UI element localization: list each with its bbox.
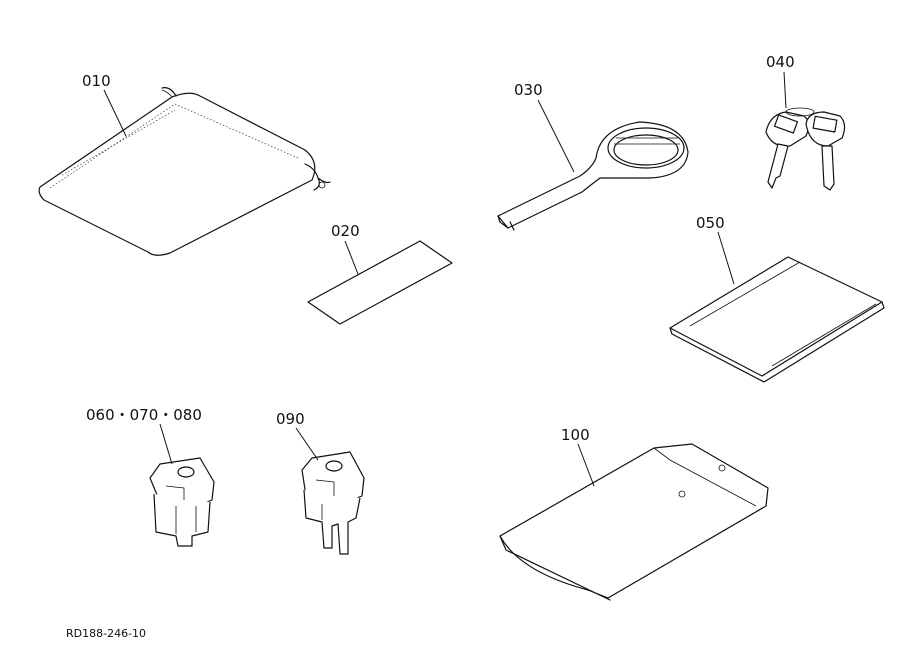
label-090: 090 [276,410,305,428]
label-020: 020 [331,222,360,240]
leader-050 [717,231,735,285]
leader-010 [103,89,127,137]
part-050-manual [669,256,885,383]
part-040-keys [765,107,846,191]
reference-code: RD188-246-10 [66,627,146,640]
leader-030 [537,99,575,173]
leader-090 [295,427,319,461]
part-030-wrench [497,121,689,231]
label-050: 050 [696,214,725,232]
label-100: 100 [561,426,590,444]
leader-040 [783,71,787,109]
part-060-070-080-connector [149,457,215,547]
part-010-pouch [38,87,331,256]
label-060-070-080: 060・070・080 [86,406,202,424]
part-020-sticker [307,240,453,325]
label-030: 030 [514,81,543,99]
leader-020 [344,240,359,275]
leader-100 [577,443,595,487]
part-090-holder [301,451,365,555]
part-100-envelope [499,443,769,601]
leader-060-070-080 [159,423,173,465]
label-010: 010 [82,72,111,90]
label-040: 040 [766,53,795,71]
